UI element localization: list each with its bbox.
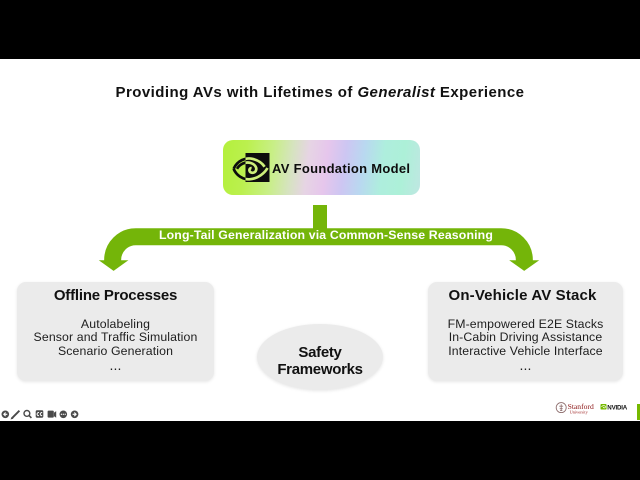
svg-text:Stanford: Stanford — [568, 402, 594, 411]
svg-text:NVIDIA: NVIDIA — [607, 405, 628, 412]
svg-text:University: University — [570, 410, 589, 415]
